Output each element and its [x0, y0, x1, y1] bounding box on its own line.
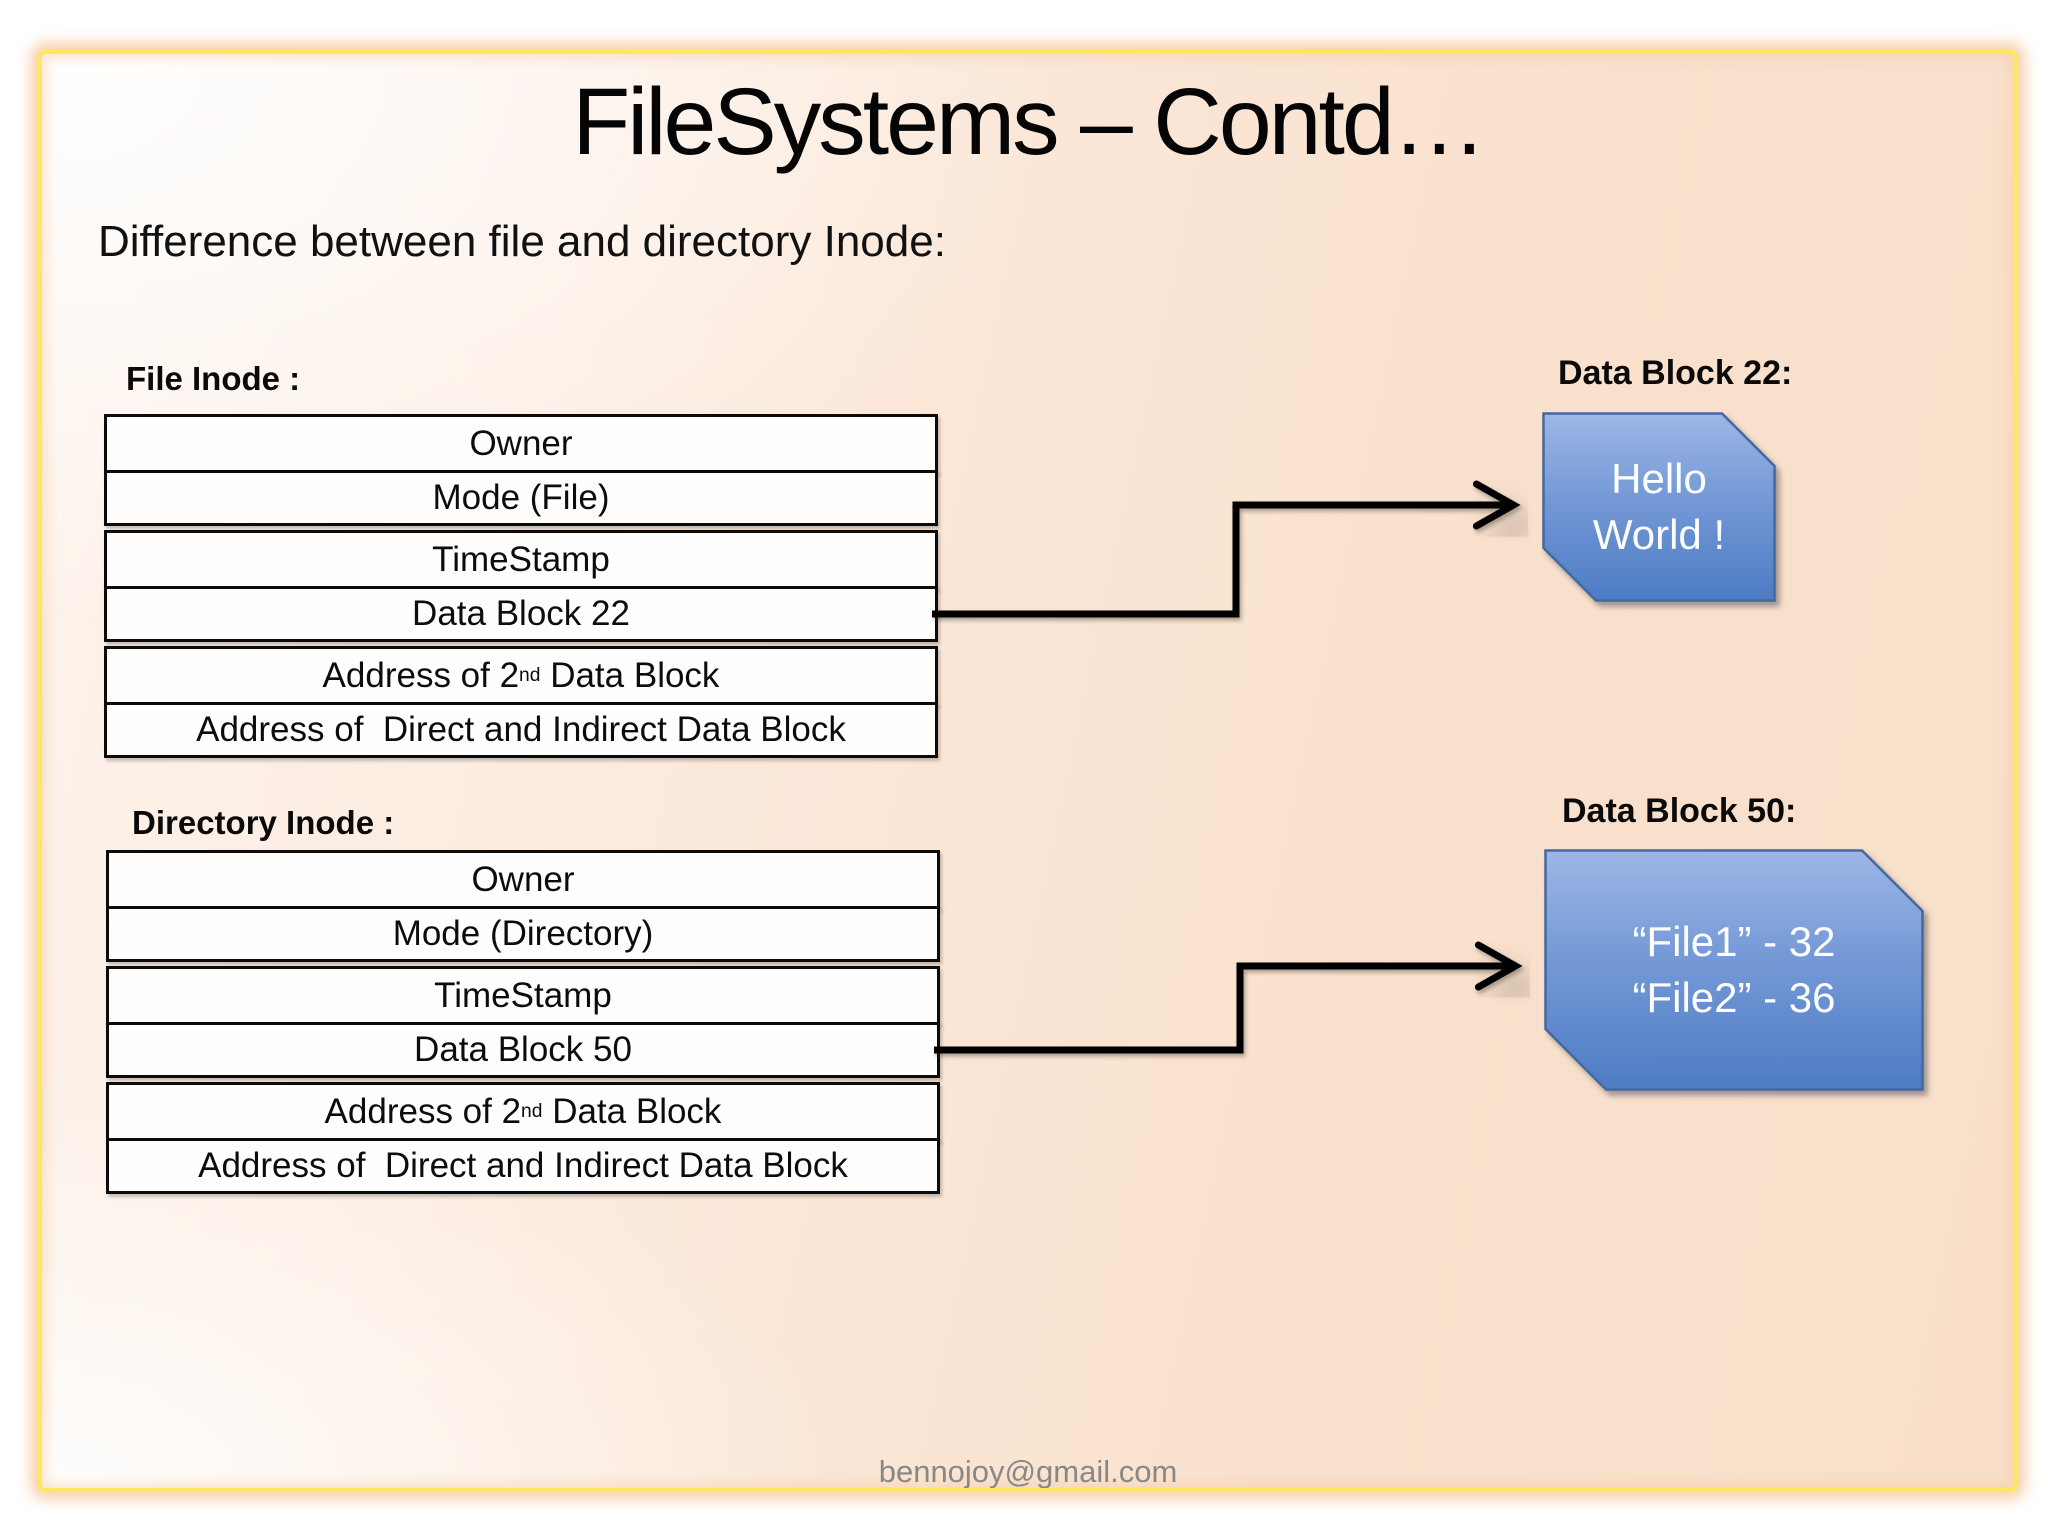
row-text: Mode (Directory) [392, 914, 654, 953]
file-inode-table: Owner Mode (File) TimeStamp Data Block 2… [104, 414, 938, 758]
row-text: Address of Direct and Indirect Data Bloc… [196, 710, 846, 749]
connector-arrows [932, 480, 1523, 1054]
snip-corner-rectangle-icon [1544, 849, 1924, 1091]
row-text: TimeStamp [432, 539, 610, 579]
slide-canvas: FileSystems – Contd… Difference between … [38, 50, 2018, 1492]
table-row: Mode (Directory) [106, 906, 940, 962]
table-row: Mode (File) [104, 470, 938, 526]
table-row: Address of Direct and Indirect Data Bloc… [106, 1138, 940, 1194]
table-row: Data Block 22 [104, 586, 938, 642]
row-text: Owner [469, 423, 573, 463]
row-text: Address of 2 [322, 655, 520, 695]
table-row: Data Block 50 [106, 1022, 940, 1078]
data-block-22-shape: Hello World ! [1542, 412, 1776, 602]
slide-title: FileSystems – Contd… [572, 69, 1486, 175]
file-inode-label: File Inode : [126, 360, 301, 397]
row-text: Mode (File) [432, 478, 610, 517]
row-text: Data Block [540, 655, 720, 695]
row-text: Address of Direct and Indirect Data Bloc… [198, 1146, 848, 1185]
directory-inode-table: Owner Mode (Directory) TimeStamp Data Bl… [106, 850, 940, 1194]
row-text: TimeStamp [434, 975, 612, 1015]
slide-subtitle: Difference between file and directory In… [98, 217, 946, 266]
directory-inode-label: Directory Inode : [132, 804, 395, 841]
row-text: Data Block 50 [414, 1030, 632, 1069]
data-block-line: “File1” - 32 [1632, 917, 1836, 965]
data-block-22-content: Hello World ! [1542, 412, 1776, 602]
table-row: Address of Direct and Indirect Data Bloc… [104, 702, 938, 758]
data-block-line: World ! [1592, 511, 1726, 558]
data-block-line: Hello [1611, 454, 1707, 502]
row-text: Data Block [542, 1091, 722, 1131]
data-block-50-shape: “File1” - 32 “File2” - 36 [1544, 849, 1924, 1091]
table-row: TimeStamp [106, 966, 940, 1025]
data-block-50-label: Data Block 50: [1562, 792, 1797, 830]
row-text: Address of 2 [324, 1091, 522, 1131]
row-text: Owner [471, 859, 575, 899]
data-block-50-content: “File1” - 32 “File2” - 36 [1544, 849, 1924, 1091]
snip-corner-rectangle-icon [1542, 412, 1776, 602]
footer-email: bennojoy@gmail.com [878, 1454, 1178, 1489]
data-block-line: “File2” - 36 [1632, 974, 1836, 1021]
data-block-22-label: Data Block 22: [1558, 354, 1793, 392]
row-text: Data Block 22 [412, 594, 630, 633]
arrow-directory-inode-to-block50 [934, 941, 1523, 1054]
arrow-file-inode-to-block22 [932, 480, 1521, 618]
